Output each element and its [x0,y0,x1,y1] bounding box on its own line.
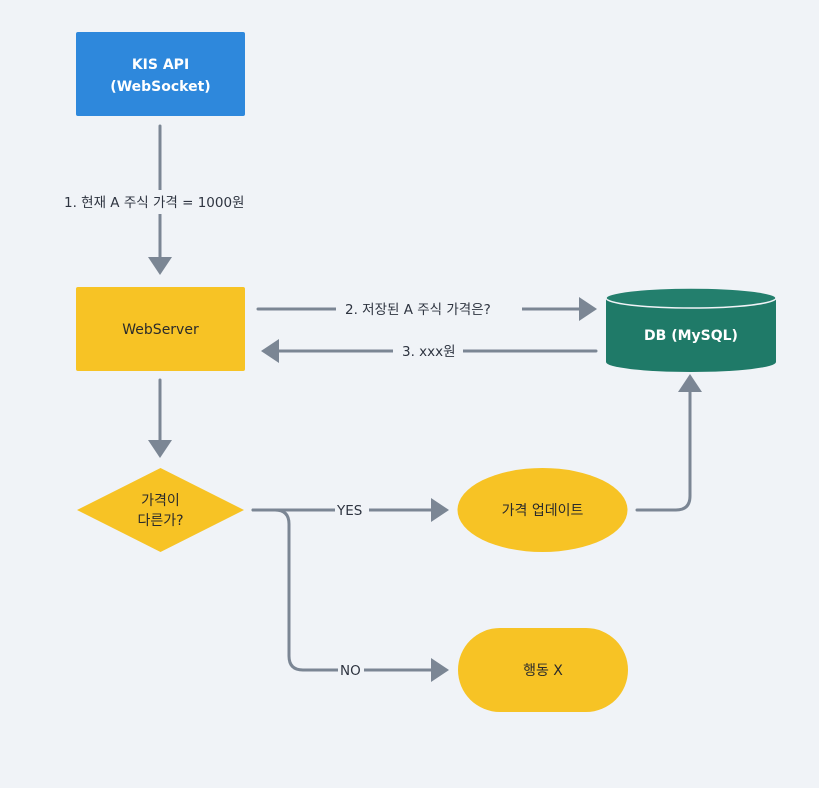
node-kis-api[interactable]: KIS API (WebSocket) [76,32,245,116]
node-webserver[interactable]: WebServer [76,287,245,371]
node-update-ellipse[interactable]: 가격 업데이트 [457,468,628,552]
edge-label-step1: 1. 현재 A 주식 가격 = 1000원 [64,195,244,211]
edge-label-step3: 3. xxx원 [402,344,456,360]
node-db-cylinder[interactable]: DB (MySQL) [605,287,777,372]
node-kis-api-subtitle: (WebSocket) [110,79,210,95]
node-decision-line1: 가격이 [141,493,180,509]
node-webserver-label: WebServer [122,322,199,338]
node-update-label: 가격 업데이트 [502,503,584,519]
edge-label-step2: 2. 저장된 A 주식 가격은? [345,302,491,318]
node-no-action[interactable]: 행동 X [458,628,628,712]
node-no-action-label: 행동 X [523,663,563,679]
node-kis-api-title: KIS API [132,57,189,73]
edge-label-no: NO [340,663,361,679]
edge-update-to-db [635,374,702,512]
node-db-label: DB (MySQL) [644,328,738,344]
node-decision-diamond[interactable]: 가격이 다른가? [77,468,244,552]
edge-decision-no [251,508,449,682]
node-decision-line2: 다른가? [137,513,183,529]
edge-label-yes: YES [336,503,362,519]
